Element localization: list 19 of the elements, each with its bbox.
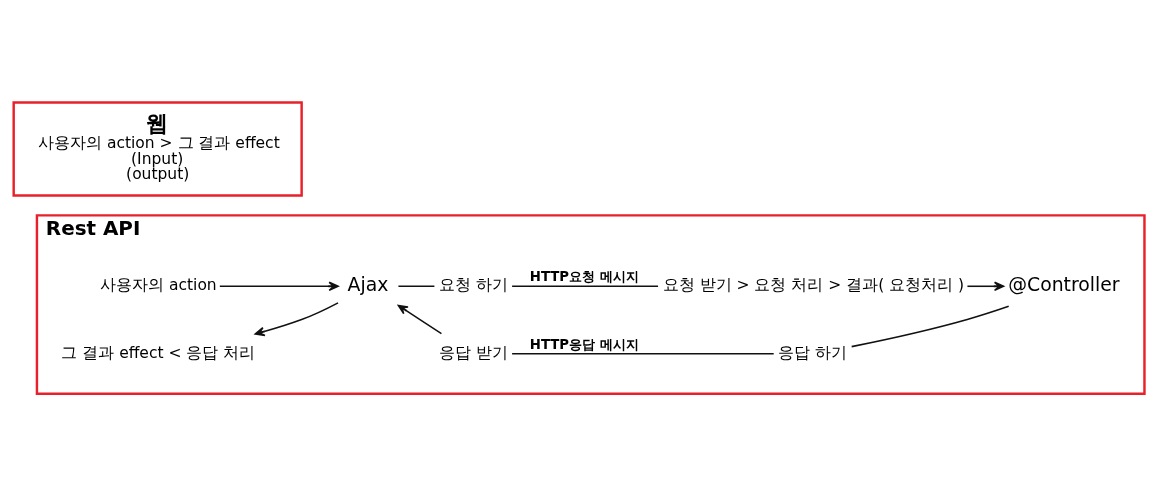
node-text: 사용자의 action	[100, 275, 217, 294]
connector	[397, 285, 436, 287]
node-text: 응답 받기	[438, 343, 508, 362]
node-text: 요청 받기 > 요청 처리 > 결과( 요청처리 )	[662, 275, 965, 294]
connector	[511, 352, 775, 355]
node-text: @Controller	[1008, 273, 1120, 295]
edge-label: HTTP요청 메시지	[529, 268, 639, 284]
arrow	[219, 281, 339, 291]
node-text: 요청 하기	[438, 275, 508, 294]
connector	[511, 285, 659, 287]
node-box: 웹 사용자의 action > 그 결과 effect (Input) (output)	[12, 100, 303, 197]
arrow	[966, 281, 1005, 291]
edge-label: HTTP응답 메시지	[529, 336, 639, 352]
arrow	[397, 304, 443, 334]
node-text: 응답 하기	[778, 343, 848, 362]
connector	[850, 305, 1010, 347]
node-text: 그 결과 effect < 응답 처리	[61, 343, 256, 362]
arrow	[254, 301, 339, 336]
node-text: Ajax	[347, 273, 389, 295]
